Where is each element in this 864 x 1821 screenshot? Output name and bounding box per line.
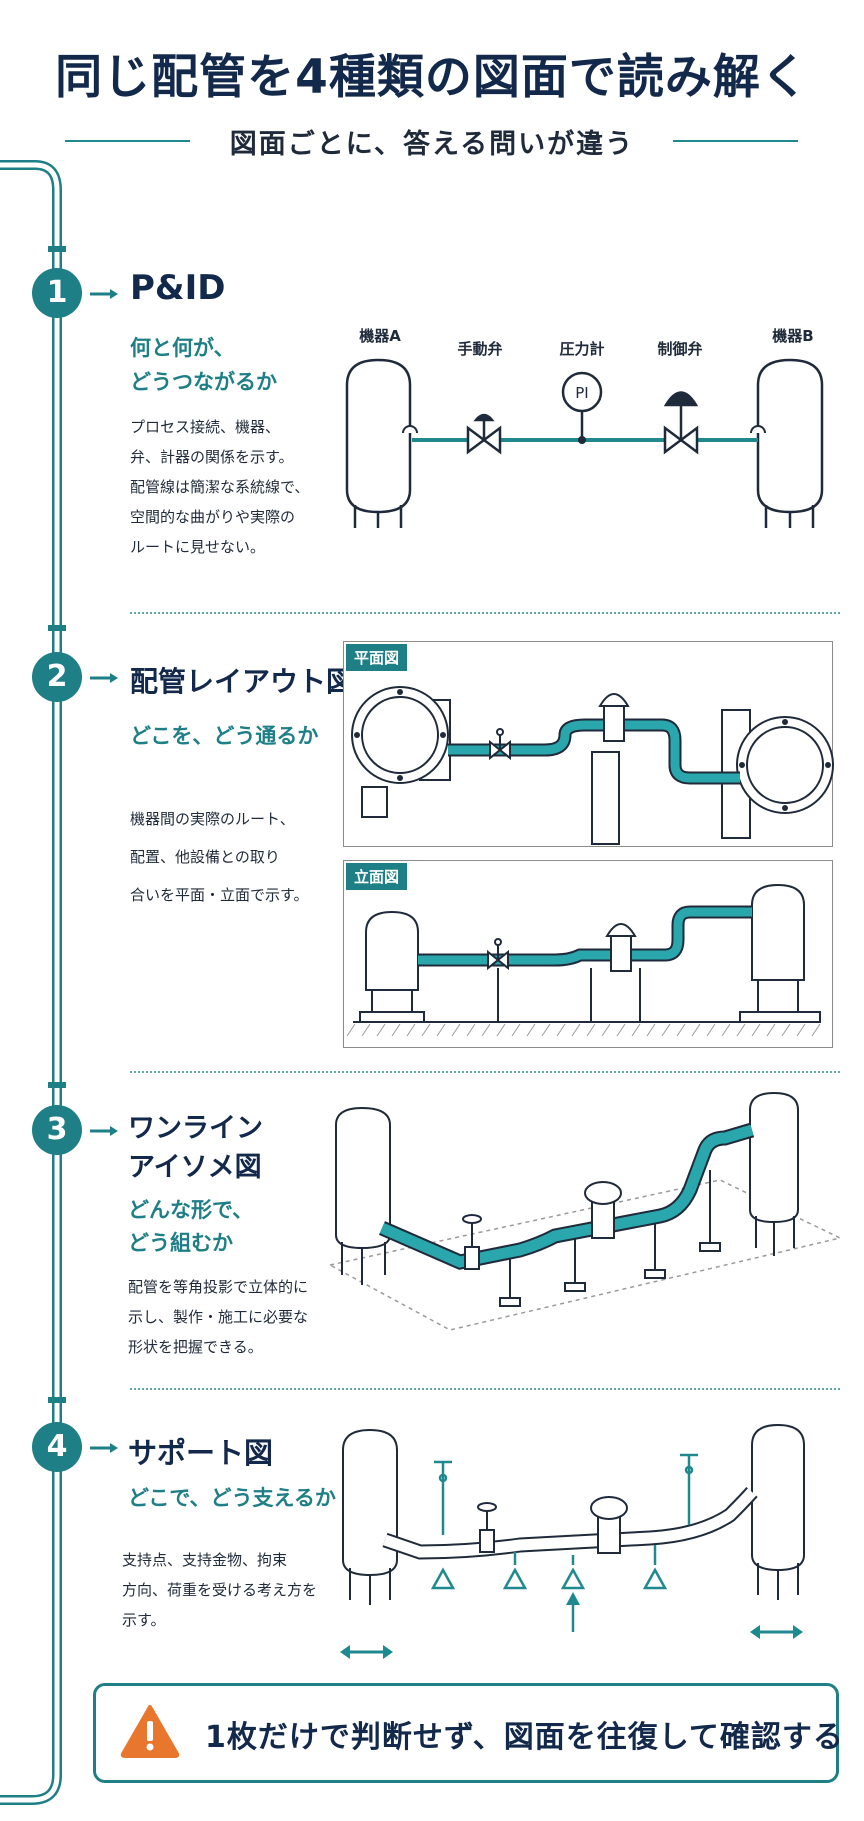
section-4-description: 支持点、支持金物、拘束 方向、荷重を受ける考え方を 示す。 — [122, 1551, 318, 1629]
section-4-number: 4 — [32, 1422, 82, 1472]
footer-callout — [93, 1683, 839, 1783]
label-control-valve: 制御弁 — [657, 340, 703, 358]
elevation-view-tag: 立面図 — [346, 863, 408, 890]
section-2-title: 配管レイアウト図 — [130, 665, 355, 698]
plan-view-tag: 平面図 — [346, 644, 408, 671]
pid-diagram: PI — [345, 358, 824, 528]
section-1-question-line1: 何と何が、 — [130, 336, 235, 360]
section-3-title-line1: ワンライン — [128, 1113, 263, 1144]
section-3-question-line1: どんな形で、 — [128, 1198, 254, 1222]
arrow-right-icon — [90, 289, 118, 299]
arrow-right-icon — [90, 1126, 118, 1136]
section-4-title: サポート図 — [128, 1436, 274, 1470]
label-equipment-a: 機器A — [359, 327, 401, 345]
plan-view-drawing — [351, 686, 834, 845]
isometric-drawing — [327, 1091, 843, 1331]
page-subtitle: 図面ごとに、答える問いが違う — [229, 129, 635, 160]
arrow-right-icon — [90, 673, 118, 683]
pi-label: PI — [575, 384, 588, 402]
section-divider-2 — [130, 1071, 840, 1073]
subtitle-rule-left — [65, 140, 190, 142]
label-equipment-b: 機器B — [772, 327, 814, 345]
label-manual-valve: 手動弁 — [457, 340, 503, 358]
section-3-title-line2: アイソメ図 — [128, 1152, 262, 1183]
section-4-question: どこで、どう支えるか — [128, 1486, 336, 1510]
label-pressure-gauge: 圧力計 — [559, 340, 605, 358]
section-divider-3 — [130, 1388, 840, 1390]
section-divider-1 — [130, 612, 840, 614]
elevation-view-drawing — [346, 883, 821, 1037]
section-3-question-line2: どう組むか — [128, 1231, 233, 1255]
subtitle-rule-right — [673, 140, 798, 142]
page-title: 同じ配管を4種類の図面で読み解く — [55, 50, 809, 105]
section-2-question: どこを、どう通るか — [130, 724, 319, 748]
section-1-description: プロセス接続、機器、 弁、計器の関係を示す。 配管線は簡潔な系統線で、 空間的な… — [130, 418, 310, 556]
section-1-title: P&ID — [130, 268, 226, 308]
section-1-question-line2: どうつながるか — [130, 370, 277, 394]
warning-icon — [120, 1705, 180, 1758]
arrow-right-icon — [90, 1443, 118, 1453]
section-3-description: 配管を等角投影で立体的に 示し、製作・施工に必要な 形状を把握できる。 — [128, 1278, 309, 1356]
section-1-number: 1 — [32, 268, 82, 318]
footer-message: 1枚だけで判断せず、図面を往復して確認する — [205, 1720, 844, 1755]
support-drawing — [340, 1423, 805, 1659]
section-2-description: 機器間の実際のルート、 配置、他設備との取り 合いを平面・立面で示す。 — [130, 810, 309, 904]
section-3-number: 3 — [32, 1105, 82, 1155]
section-2-number: 2 — [32, 652, 82, 702]
